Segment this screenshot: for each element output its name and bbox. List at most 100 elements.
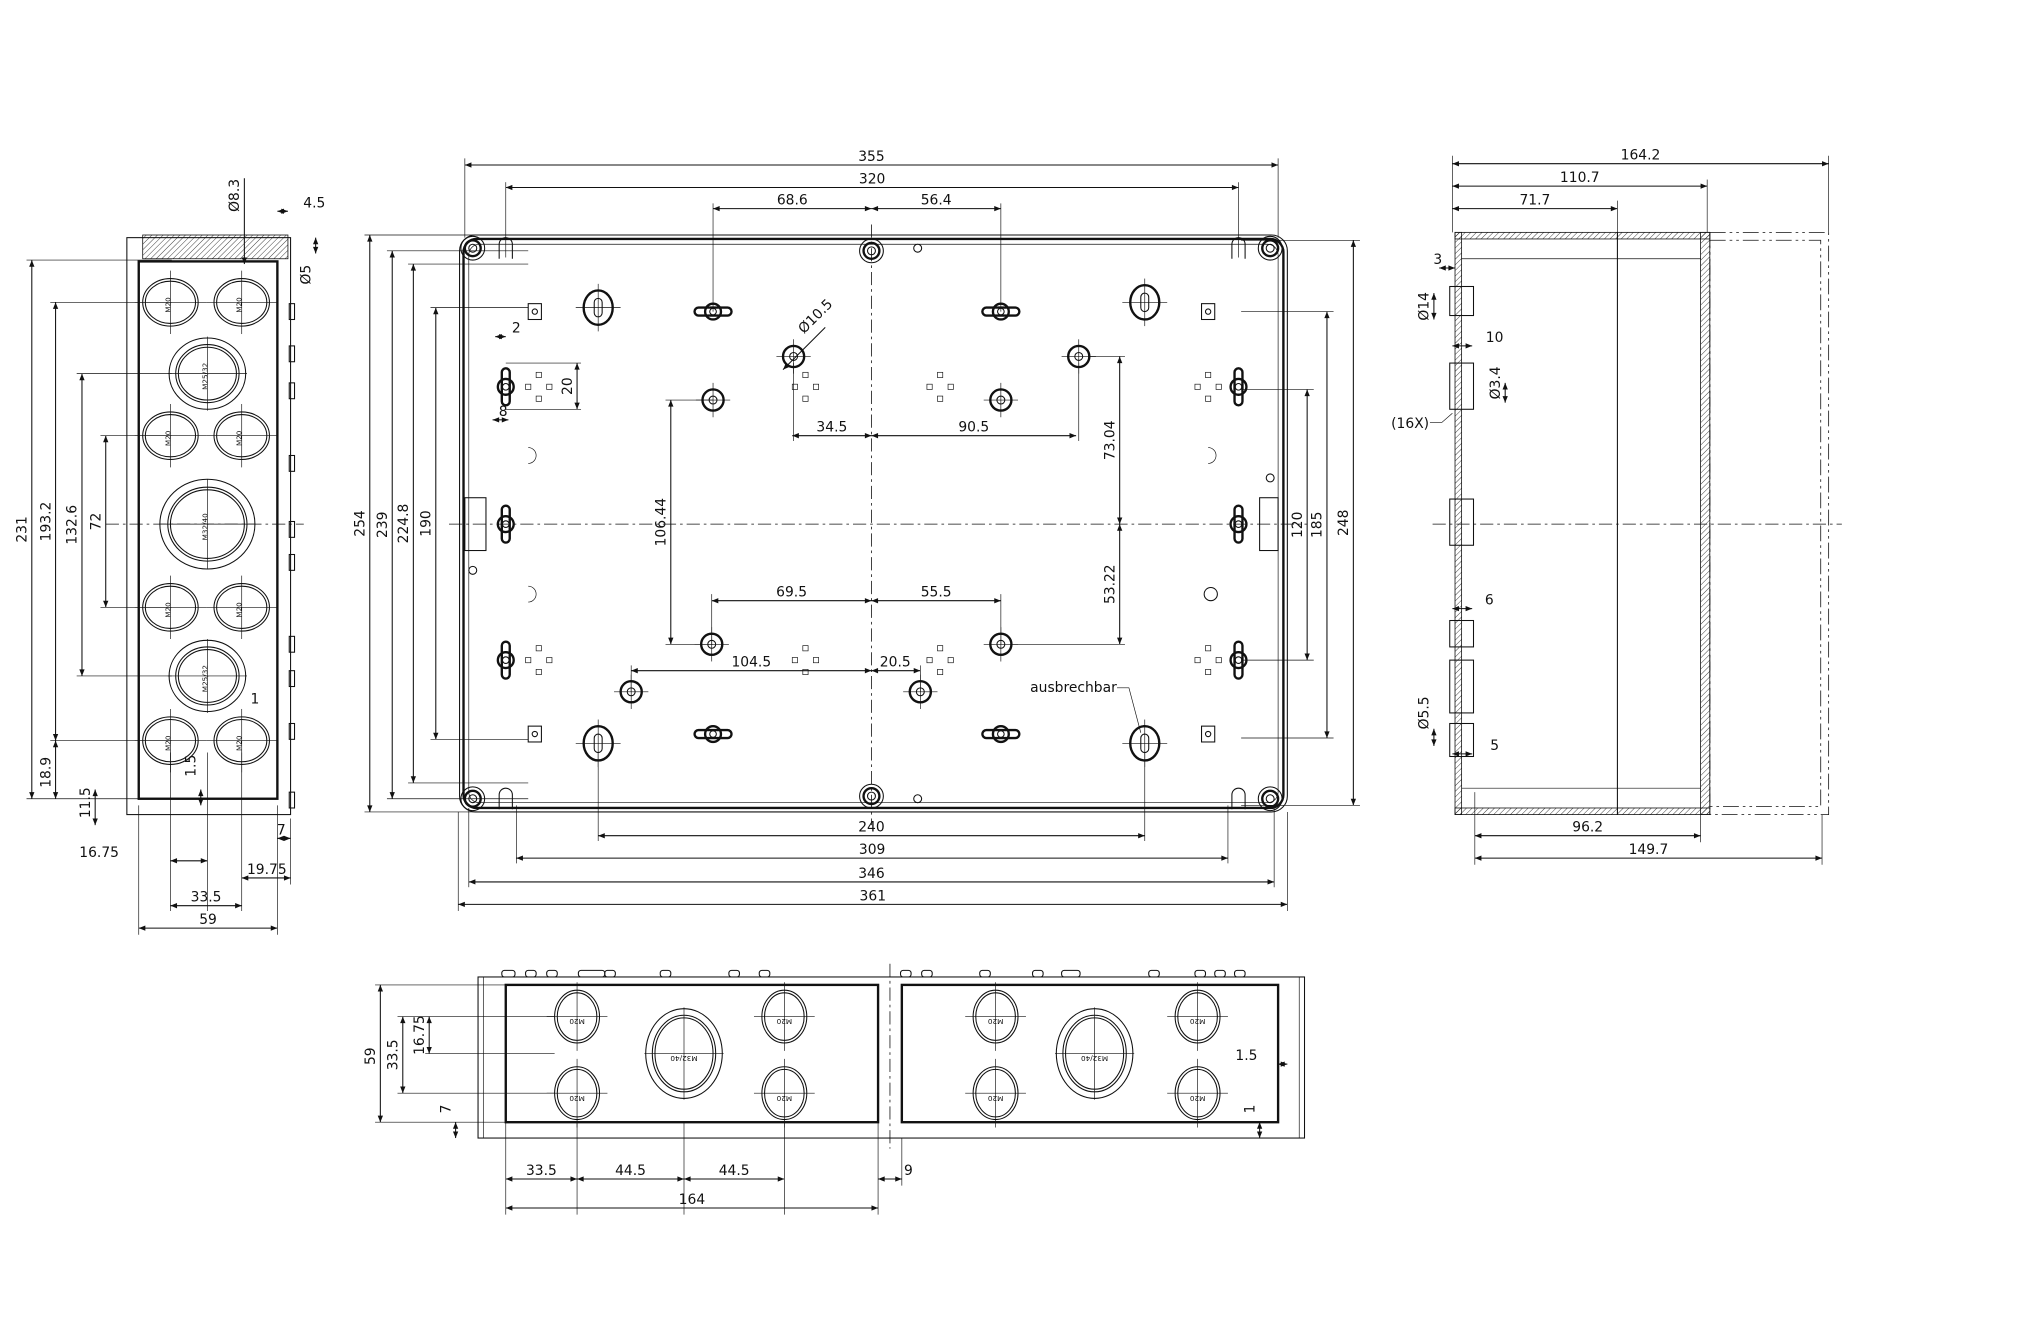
cable-entry-hole: M25/32 [167,336,248,411]
enclosure-outline [459,234,1288,813]
dimension-label: 73.04 [1102,420,1118,460]
marking-arc [1208,447,1217,464]
top-rib [546,969,558,978]
dimension-label: 59 [363,1047,379,1065]
dimension-label: 16.75 [79,845,119,861]
pattern-square [1194,657,1201,664]
dimension-label: 44.5 [615,1163,646,1179]
recycling-mark [1203,586,1218,602]
top-rib [604,969,616,978]
lid-wall-front [1700,231,1711,815]
side-rib [288,454,296,472]
pattern-square [1194,383,1201,390]
pattern-square [1215,383,1222,390]
dimension-label: 4.5 [303,195,325,211]
top-rib [921,969,933,978]
hole-label: M20 [163,735,172,751]
mounting-lug-horizontal [981,724,1021,744]
pattern-square [525,657,532,664]
dimension-label: 90.5 [958,420,989,436]
hole-label: M20 [235,602,244,618]
dimension-label: Ø8.3 [227,179,243,212]
dimension-label: 59 [199,912,217,928]
corner-screw [859,783,884,809]
cable-entry-hole: M25/32 [167,638,248,713]
pattern-square [802,645,809,652]
dimension-label: 20.5 [880,655,911,671]
lug-hole [1234,656,1243,664]
dimension-label: 69.5 [776,585,807,601]
cable-entry-hole: M20 [206,270,278,335]
cable-entry-hole: M20 [965,982,1026,1051]
dimension-label: 248 [1336,510,1352,536]
dimension-label: 3 [1433,252,1442,268]
screw-hole [866,791,876,801]
mounting-boss-section [1449,498,1475,546]
hole-label: M20 [569,1017,585,1026]
hole-label: M32/40 [1081,1054,1109,1063]
lug-hole [501,383,510,391]
dimension-label: 149.7 [1629,842,1669,858]
dimension-label: 33.5 [386,1039,402,1070]
top-rib [1214,969,1226,978]
dimension-label: 120 [1290,512,1306,538]
hole-label: M25/32 [200,363,209,390]
screw-outer [859,238,884,264]
dimension-label: 185 [1310,512,1326,538]
locating-pin [468,565,478,575]
hole-label: M20 [776,1017,792,1026]
square-post [1201,725,1216,743]
dimension-label: 1 [251,692,260,708]
lug-boss [496,377,515,396]
pattern-square [926,383,933,390]
lug-hole [1234,383,1243,391]
side-rib [288,635,296,653]
dimension-label: 16.75 [412,1015,428,1055]
enclosure-outline [477,976,1306,1139]
dimension-label: 55.5 [921,585,952,601]
lug-body [981,728,1021,740]
top-rib [1148,969,1160,978]
dimension-label: Ø10.5 [795,296,836,337]
dimension-label: 19.75 [247,862,287,878]
mounting-lug-vertical [496,504,515,544]
post-hole [531,730,538,738]
pattern-square [1205,645,1212,652]
pattern-square [535,395,542,402]
post-hole [1204,308,1212,315]
lug-hole [1234,520,1243,528]
screw-hole [1265,794,1275,804]
cable-entry-hole: M20 [1167,982,1228,1051]
dimension-label: Ø14 [1417,292,1433,321]
top-rib [501,969,516,978]
dimension-label: Ø3.4 [1488,366,1504,399]
leader-line [1117,687,1142,733]
section-hatch-top [142,234,289,260]
dimension-label: 355 [858,149,884,165]
lid-wall-bottom [1617,807,1711,815]
top-rib [1194,969,1207,978]
screw-ring [862,241,881,260]
top-rib [758,969,771,978]
dimension-label: 5 [1490,738,1499,754]
screw-hole [866,246,876,256]
side-rib [288,722,296,740]
lug-body [1233,504,1244,544]
pattern-square [525,383,532,390]
dimension-label: 96.2 [1572,820,1603,836]
hole-label: M20 [987,1094,1003,1103]
pattern-square [802,371,809,378]
dimension-label: 72 [88,513,104,531]
pattern-square [802,395,809,402]
locating-pin [1265,473,1275,483]
pattern-square [926,657,933,664]
corner-screw [859,238,884,264]
dimension-label: 309 [859,842,885,858]
side-rib [288,670,296,688]
cable-entry-hole: M32/40 [644,1007,724,1100]
pattern-square [535,669,542,675]
dimension-label: 18.9 [38,757,54,788]
mounting-boss [983,382,1019,418]
screw-hole [468,243,478,253]
